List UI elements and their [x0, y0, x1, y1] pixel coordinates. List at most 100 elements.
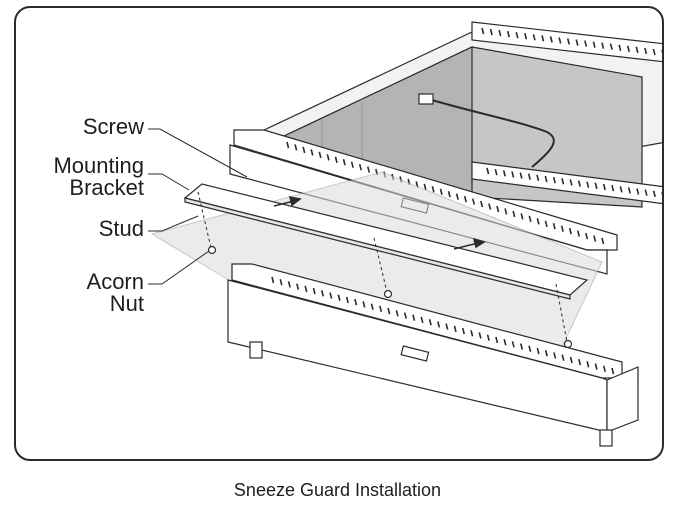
vent-slot: [431, 186, 435, 193]
vent-slot: [561, 178, 565, 185]
vent-slot: [601, 237, 605, 245]
vent-slot: [329, 292, 333, 299]
vent-slot: [549, 36, 553, 43]
illustration-frame: [14, 6, 664, 461]
vent-slot: [423, 183, 427, 191]
vent-slot: [561, 354, 565, 361]
vent-slot: [362, 301, 366, 308]
vent-slot: [486, 334, 490, 341]
figure-caption: Sneeze Guard Installation: [233, 480, 442, 500]
vent-slot: [635, 46, 639, 54]
vent-slot: [395, 310, 399, 317]
vent-slot: [586, 181, 590, 188]
vent-slot: [489, 28, 493, 36]
vent-slot: [594, 182, 598, 190]
vent-slot: [594, 363, 598, 370]
vent-slot: [286, 141, 290, 149]
vent-slot: [302, 146, 306, 154]
vent-slot: [461, 327, 466, 335]
vent-slot: [536, 347, 540, 355]
vent-slot: [471, 198, 476, 205]
direction-arrows: [273, 195, 486, 250]
vent-slot: [502, 170, 506, 177]
label-nut: Nut: [109, 291, 144, 316]
label-acorn: Acorn: [86, 269, 144, 294]
vent-slot: [304, 285, 308, 293]
vent-slot: [609, 43, 613, 50]
vent-slot: [453, 325, 457, 333]
vent-slot: [387, 307, 391, 315]
vent-slot: [447, 191, 451, 198]
vent-slot: [506, 30, 510, 38]
vent-slot: [593, 235, 597, 242]
vent-slot: [412, 314, 416, 321]
vent-slot: [520, 213, 524, 220]
vent-slot: [512, 210, 516, 218]
vent-slot: [354, 299, 358, 306]
leg-right: [599, 429, 613, 447]
vent-slot: [578, 358, 582, 366]
vent-slot: [503, 338, 507, 346]
vent-slot: [536, 218, 540, 225]
vent-slot: [569, 356, 573, 364]
power-cord: [431, 99, 555, 168]
vent-slot: [532, 34, 536, 41]
leader-lines: [148, 128, 248, 285]
vent-slot: [566, 38, 570, 45]
label-mounting: Mounting: [53, 153, 144, 178]
vent-slot: [575, 39, 579, 46]
vent-slot: [379, 305, 383, 313]
vent-slot: [511, 341, 515, 348]
vent-slot: [445, 323, 449, 330]
lower-label-plate: [400, 345, 430, 362]
vent-slot: [480, 200, 484, 208]
vent-slot: [644, 47, 648, 55]
vent-slot: [627, 187, 631, 194]
vent-slot: [568, 227, 572, 235]
vent-slot: [576, 230, 581, 237]
vent-slot: [560, 225, 564, 232]
vent-slot: [611, 184, 615, 192]
lower-vent-slots: [271, 276, 615, 375]
vent-slot: [569, 179, 573, 186]
vent-slot: [271, 276, 275, 284]
vent-slot: [486, 167, 490, 175]
vent-slot: [428, 318, 432, 326]
vent-slot: [602, 183, 606, 191]
vent-slot: [498, 29, 502, 37]
vent-slot: [455, 193, 459, 200]
vent-slot: [552, 176, 556, 184]
vent-slot: [601, 42, 605, 49]
vent-slot: [463, 195, 467, 203]
vent-slot: [544, 175, 548, 183]
vent-slot: [611, 367, 615, 375]
vent-slot: [544, 350, 548, 357]
vent-slot: [287, 281, 291, 288]
vent-slot: [496, 205, 500, 213]
vent-slot: [296, 283, 300, 290]
vent-slot: [318, 151, 322, 159]
acorn-nuts: [207, 245, 573, 349]
vent-slot: [345, 296, 349, 304]
vent-slot: [494, 168, 498, 176]
vent-slot: [312, 287, 316, 295]
lower-unit: [227, 263, 639, 447]
vent-slot: [527, 173, 531, 180]
vent-slot: [536, 174, 540, 182]
sneeze-guard-illustration: [148, 21, 662, 447]
vent-slot: [552, 223, 556, 230]
vent-slot: [585, 232, 589, 240]
leg-left: [249, 341, 263, 359]
vent-slot: [420, 316, 424, 324]
vent-slot: [437, 321, 441, 328]
vent-slot: [652, 48, 656, 56]
vent-slot: [515, 31, 519, 39]
vent-slot: [652, 190, 656, 198]
vent-slot: [602, 365, 606, 372]
vent-slot: [366, 166, 371, 173]
vent-slot: [337, 294, 341, 301]
vent-slot: [342, 159, 346, 166]
vent-slot: [584, 40, 588, 47]
vent-slot: [626, 45, 630, 53]
vent-slot: [334, 156, 338, 163]
